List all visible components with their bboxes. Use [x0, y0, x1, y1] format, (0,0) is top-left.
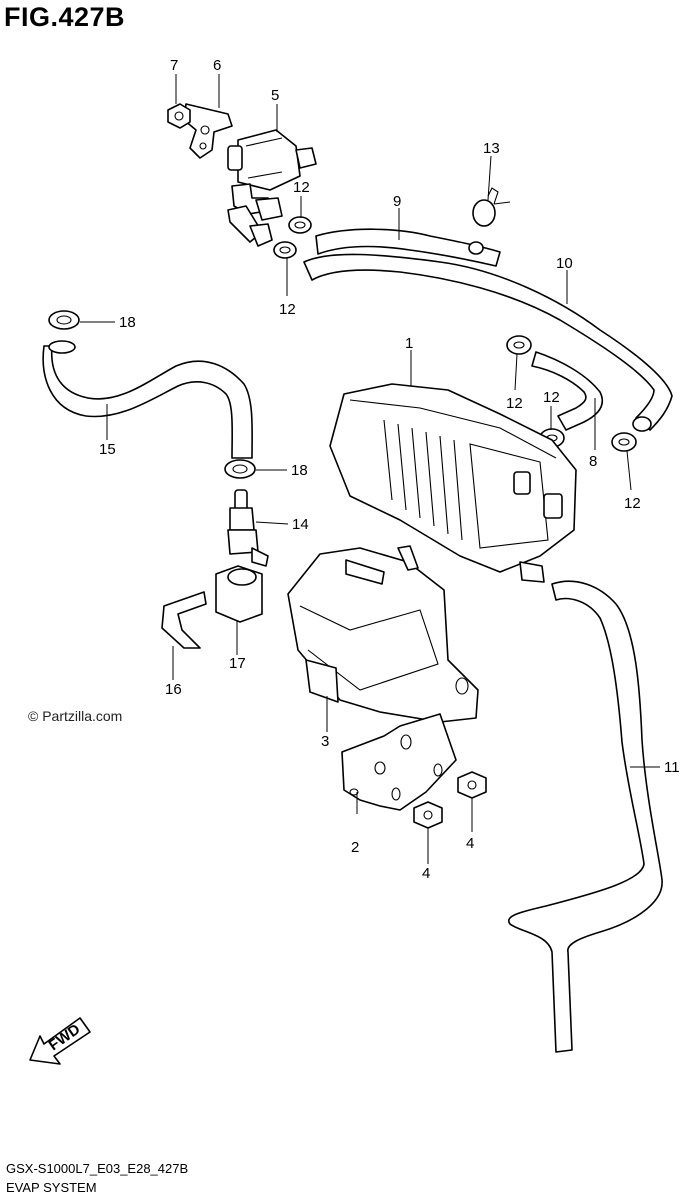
- part-12-clamp[interactable]: [273, 241, 297, 259]
- footer-figure-code: GSX-S1000L7_E03_E28_427B: [6, 1161, 189, 1176]
- callout-12: 12: [293, 179, 310, 196]
- callout-11: 11: [664, 759, 680, 776]
- callout-9: 9: [393, 193, 401, 210]
- callout-5: 5: [271, 87, 279, 104]
- callout-4: 4: [422, 865, 430, 882]
- part-4-bolt[interactable]: [413, 801, 443, 829]
- part-11-hose[interactable]: [507, 580, 663, 1053]
- part-4-bolt[interactable]: [457, 771, 487, 799]
- callout-13: 13: [483, 140, 500, 157]
- callout-10: 10: [556, 255, 573, 272]
- part-15-hose[interactable]: [42, 340, 253, 459]
- part-18-clamp[interactable]: [224, 459, 256, 479]
- callout-15: 15: [99, 441, 116, 458]
- part-5-purge-control-valve[interactable]: [227, 129, 317, 247]
- part-7-nut[interactable]: [167, 103, 191, 129]
- part-2-bracket[interactable]: [341, 713, 457, 811]
- part-16-plate[interactable]: [161, 591, 207, 649]
- figure-title: FIG.427B: [4, 2, 126, 32]
- callout-17: 17: [229, 655, 246, 672]
- callout-8: 8: [589, 453, 597, 470]
- leader-lines: [80, 74, 660, 864]
- part-10-hose[interactable]: [303, 253, 673, 432]
- callout-labels: 1 2 3 4 4 5 6 7 8 9 10 11 12 12 12 12 12…: [99, 57, 680, 882]
- watermark: © Partzilla.com: [28, 708, 123, 724]
- part-12-clamp[interactable]: [288, 216, 312, 234]
- callout-7: 7: [170, 57, 178, 74]
- callout-2: 2: [351, 839, 359, 856]
- callout-12: 12: [543, 389, 560, 406]
- part-13-clip[interactable]: [472, 187, 511, 227]
- callout-18: 18: [291, 462, 308, 479]
- callout-14: 14: [292, 516, 309, 533]
- fwd-arrow-icon: FWD: [29, 1017, 91, 1065]
- part-6-bracket[interactable]: [183, 103, 233, 159]
- part-1-evap-canister[interactable]: [329, 383, 577, 583]
- callout-6: 6: [213, 57, 221, 74]
- part-12-clamp[interactable]: [611, 432, 637, 452]
- part-17-cushion[interactable]: [215, 565, 263, 623]
- part-8-hose[interactable]: [531, 351, 604, 431]
- footer-system-name: EVAP SYSTEM: [6, 1180, 97, 1195]
- part-14-joint[interactable]: [227, 489, 269, 567]
- callout-1: 1: [405, 335, 413, 352]
- callout-3: 3: [321, 733, 329, 750]
- callout-12: 12: [506, 395, 523, 412]
- callout-12: 12: [624, 495, 641, 512]
- callout-16: 16: [165, 681, 182, 698]
- callout-4: 4: [466, 835, 474, 852]
- part-12-clamp[interactable]: [506, 335, 532, 355]
- part-3-canister-bracket[interactable]: [287, 545, 479, 723]
- callout-12: 12: [279, 301, 296, 318]
- part-9-hose[interactable]: [315, 228, 501, 267]
- part-18-clamp[interactable]: [48, 310, 80, 330]
- callout-18: 18: [119, 314, 136, 331]
